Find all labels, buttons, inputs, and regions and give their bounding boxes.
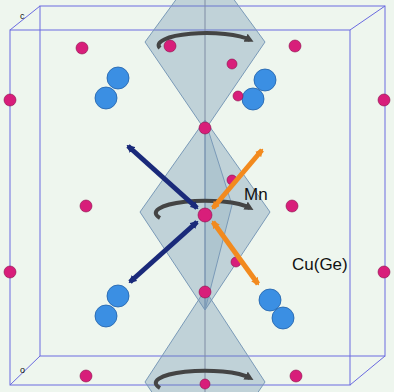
atom-label: Cu(Ge)	[292, 256, 348, 273]
atom-label: Mn	[244, 186, 268, 203]
exchange-arrows	[128, 146, 262, 284]
octahedra	[140, 0, 270, 392]
axis-label: c	[20, 12, 25, 21]
mn-atoms	[4, 40, 390, 389]
cu-ge-atoms	[95, 67, 294, 329]
rotation-arrow	[156, 33, 250, 388]
axis-label: o	[20, 366, 25, 375]
